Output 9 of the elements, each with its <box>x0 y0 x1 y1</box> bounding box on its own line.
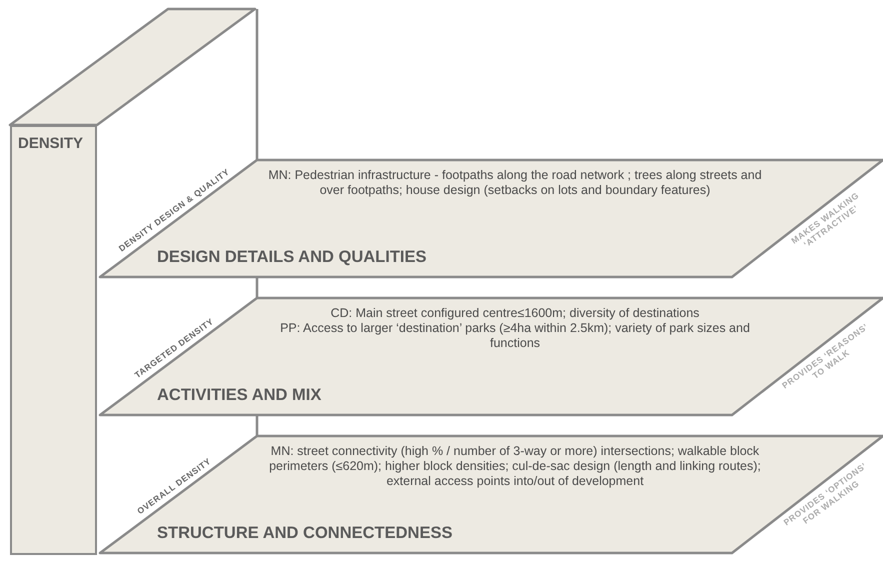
description-text: MN: street connectivity (high % / number of 3-way or more) intersections; walkable block perimeters (≤620m); higher block densities; cul-de-sac design (length and linking routes); external access points into/out of development <box>268 444 762 489</box>
description-text: MN: Pedestrian infrastructure - footpaths along the road network ; trees along streets and over footpaths; house design (setbacks on lots and boundary features) <box>267 168 763 198</box>
layer-heading: ACTIVITIES AND MIX <box>157 386 322 405</box>
pillar-front <box>10 125 97 555</box>
description-text: CD: Main street configured centre≤1600m; diversity of destinations <box>330 306 700 321</box>
description-text: PP: Access to larger ‘destination’ parks (≥4ha within 2.5km); variety of park sizes and functions <box>279 321 751 351</box>
layer-heading: STRUCTURE AND CONNECTEDNESS <box>157 524 452 543</box>
layer-heading: DESIGN DETAILS AND QUALITIES <box>157 248 427 267</box>
pillar-title: DENSITY <box>18 135 84 152</box>
